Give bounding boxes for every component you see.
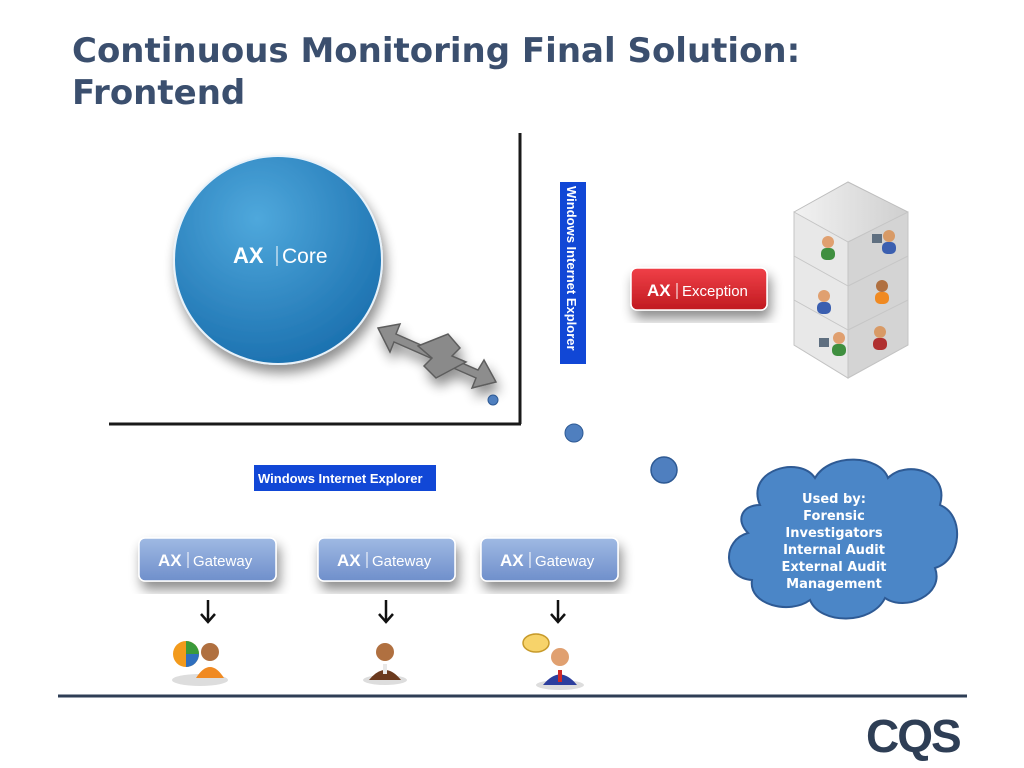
person-icon bbox=[875, 280, 889, 304]
double-arrow-icon bbox=[376, 323, 498, 390]
person-icon bbox=[821, 236, 835, 260]
person-icon bbox=[873, 326, 887, 350]
office-building-icon bbox=[793, 181, 909, 379]
person-icon bbox=[817, 290, 831, 314]
ax-gateway-button[interactable] bbox=[138, 537, 277, 582]
gateway-label: Gateway bbox=[535, 553, 595, 570]
connector-dot bbox=[487, 394, 499, 406]
gateway-brand: AX bbox=[158, 551, 182, 570]
ax-exception-brand: AX bbox=[647, 281, 671, 300]
cloud-user-line: External Audit bbox=[781, 560, 886, 575]
ie-vertical-text: Windows Internet Explorer bbox=[564, 186, 579, 351]
ie-horizontal-text: Windows Internet Explorer bbox=[258, 471, 423, 486]
ax-core-brand: AX bbox=[233, 243, 264, 268]
ax-exception-label: Exception bbox=[682, 283, 748, 300]
ax-exception-button[interactable] bbox=[630, 267, 768, 311]
ax-gateway-button[interactable] bbox=[317, 537, 456, 582]
cqs-logo-text: CQS bbox=[866, 710, 960, 762]
gateway-label: Gateway bbox=[372, 553, 432, 570]
cloud-user-line: Forensic bbox=[803, 509, 865, 524]
businessman-icon bbox=[363, 643, 407, 685]
ax-core-circle bbox=[173, 155, 383, 365]
gateway-brand: AX bbox=[500, 551, 524, 570]
ie-horizontal-label: Windows Internet Explorer bbox=[254, 465, 436, 491]
ax-gateway-button[interactable] bbox=[480, 537, 619, 582]
users-cloud bbox=[728, 458, 959, 620]
cloud-user-line: Investigators bbox=[785, 526, 882, 541]
cloud-user-line: Management bbox=[786, 577, 882, 592]
down-arrow-icon bbox=[550, 600, 566, 624]
person-at-computer-icon bbox=[872, 230, 896, 254]
gateway-brand: AX bbox=[337, 551, 361, 570]
person-at-computer-icon bbox=[819, 332, 846, 356]
page-title: Continuous Monitoring Final Solution: Fr… bbox=[72, 31, 801, 113]
analyst-with-pie-chart-icon bbox=[172, 641, 228, 686]
ie-vertical-label: Windows Internet Explorer bbox=[560, 182, 586, 364]
cloud-user-line: Internal Audit bbox=[783, 543, 885, 558]
ax-core-label: Core bbox=[282, 245, 328, 268]
down-arrow-icon bbox=[378, 600, 394, 624]
speaking-person-icon bbox=[522, 633, 584, 690]
down-arrow-icon bbox=[200, 600, 216, 624]
cloud-heading: Used by: bbox=[802, 492, 866, 507]
cqs-logo: CQS bbox=[866, 710, 962, 762]
connector-dot bbox=[650, 456, 678, 484]
connector-dot bbox=[564, 423, 584, 443]
gateway-label: Gateway bbox=[193, 553, 253, 570]
